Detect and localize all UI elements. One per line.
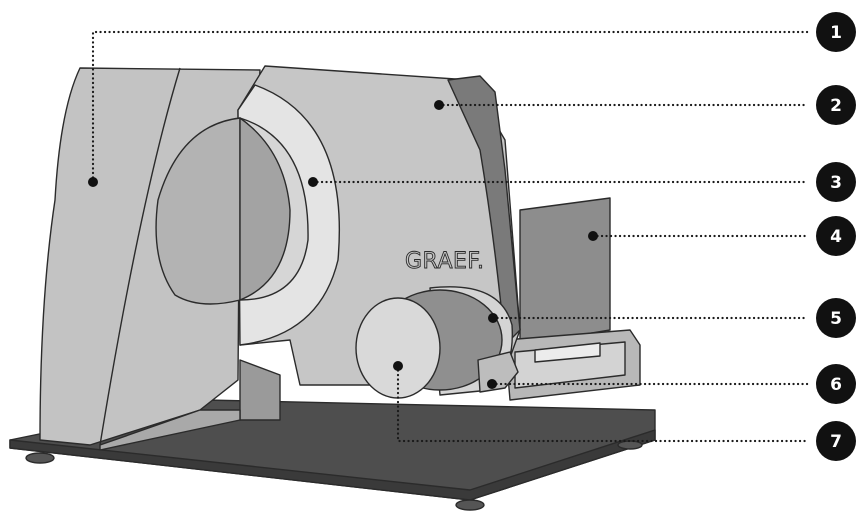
callout-badge-6: 6: [816, 364, 856, 404]
callout-number-7: 7: [830, 432, 842, 452]
anchor-dot-7: [393, 361, 403, 371]
brand-logo: GRAEF.: [405, 249, 485, 274]
callout-number-3: 3: [830, 173, 842, 193]
anchor-dot-3: [308, 177, 318, 187]
leader-1: [91, 30, 810, 184]
anchor-dot-2: [434, 100, 444, 110]
recess-shadow: [239, 117, 291, 301]
callout-badge-2: 2: [816, 85, 856, 125]
callout-badges: 1 2 3 4 5 6 7: [816, 12, 856, 461]
anchor-dot-5: [488, 313, 498, 323]
callout-number-2: 2: [830, 96, 842, 116]
callout-badge-3: 3: [816, 162, 856, 202]
callout-badge-1: 1: [816, 12, 856, 52]
housing-recess: [155, 117, 241, 305]
anchor-dot-6: [487, 379, 497, 389]
support-post: [239, 359, 281, 421]
callout-number-5: 5: [830, 309, 842, 329]
thickness-guard: [447, 75, 521, 346]
callout-badge-5: 5: [816, 298, 856, 338]
anchor-dot-4: [588, 231, 598, 241]
leader-lines: [91, 30, 810, 443]
callout-badge-7: 7: [816, 421, 856, 461]
callout-badge-4: 4: [816, 216, 856, 256]
callout-number-1: 1: [830, 23, 842, 43]
callout-number-4: 4: [830, 227, 842, 247]
anchor-dot-1: [88, 177, 98, 187]
product-carriage: [504, 197, 641, 401]
callout-number-6: 6: [830, 375, 842, 395]
anchor-dots: [88, 100, 598, 389]
